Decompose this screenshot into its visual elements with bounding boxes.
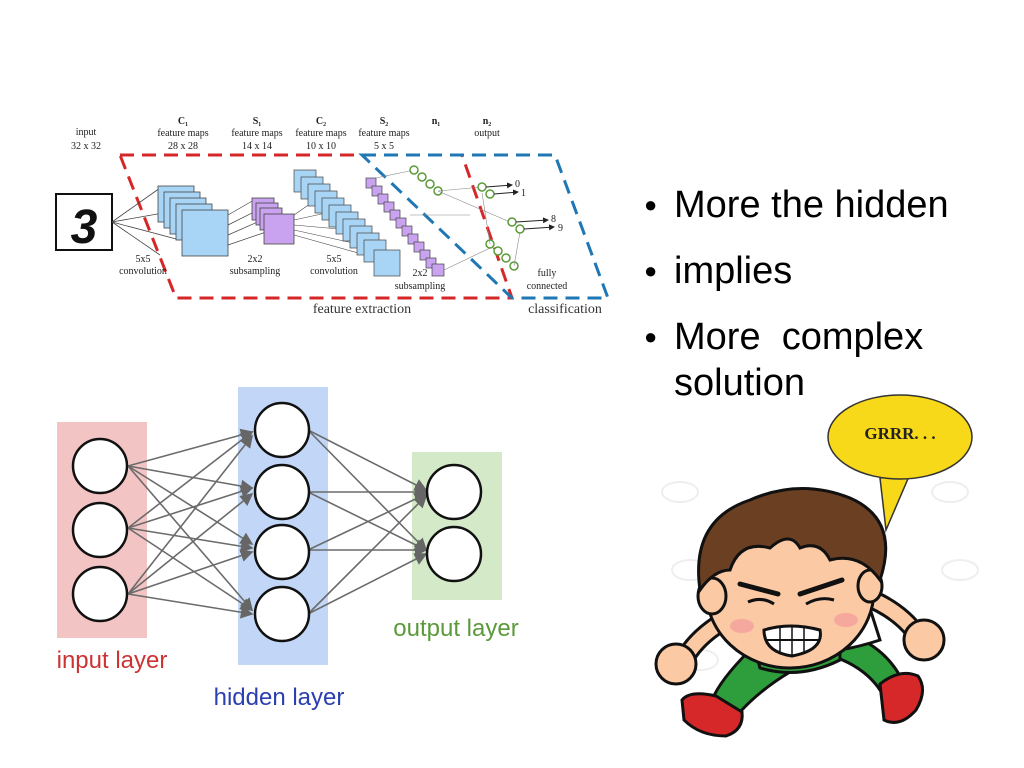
stage-size-input: 32 x 32: [71, 141, 101, 152]
classification-label: classification: [528, 302, 602, 317]
n2-neurons: [477, 182, 525, 234]
stage-head-s2: S₂: [380, 116, 389, 127]
speech-bubble-text: GRRR. . .: [864, 424, 936, 443]
input-node-2: [71, 501, 129, 559]
fc1-connections: [375, 169, 491, 271]
hidden-node-4: [253, 585, 311, 643]
hidden-node-2: [253, 463, 311, 521]
n1-neurons: [409, 165, 519, 271]
stage-size-c1: 28 x 28: [168, 141, 198, 152]
op-conv2-size: 5x5: [327, 254, 342, 265]
stage-head-n2: n₂: [483, 116, 492, 127]
fc2-connections: [437, 186, 521, 267]
output-node-2: [425, 525, 483, 583]
s2-feature-maps: [365, 177, 445, 277]
hidden-node-1: [253, 401, 311, 459]
angry-boy-illustration: [654, 481, 979, 738]
stage-label-s1: feature maps: [231, 128, 282, 139]
stage-label-input: input: [76, 127, 97, 138]
op-conv1-label: convolution: [119, 266, 167, 277]
stage-head-c1: C₁: [178, 116, 188, 127]
output-node-1: [425, 463, 483, 521]
s1-feature-maps: [251, 197, 295, 245]
bullet-dot-icon: ●: [644, 192, 658, 217]
bullet-item: ● More the hidden: [632, 182, 1012, 228]
input-digit-box: [55, 193, 113, 251]
stage-head-n1: n₁: [432, 116, 441, 127]
bullet-text: More complex solution: [674, 316, 924, 404]
bullet-list: ● More the hidden ● implies ● More complex …: [632, 182, 1012, 426]
stage-label-s2: feature maps: [358, 128, 409, 139]
bullet-text: implies: [674, 250, 793, 292]
input-hidden-edges: [127, 428, 254, 619]
output-label-9: 9: [558, 223, 563, 234]
bullet-dot-icon: ●: [644, 324, 658, 349]
speech-bubble: [827, 394, 973, 533]
output-label-1: 1: [521, 188, 526, 199]
classification-region: [358, 153, 611, 300]
cnn-diagram: input 32 x 32 C₁ feature maps 28 x 28 S₁…: [55, 116, 611, 317]
hidden-output-edges: [307, 429, 428, 615]
op-conv2-label: convolution: [310, 266, 358, 277]
input-node-1: [71, 437, 129, 495]
output-label-0: 0: [515, 179, 520, 190]
stage-head-s1: S₁: [253, 116, 262, 127]
c2-feature-maps: [293, 169, 401, 277]
bullet-dot-icon: ●: [644, 258, 658, 283]
feature-extraction-label: feature extraction: [313, 302, 411, 317]
op-sub1-size: 2x2: [248, 254, 263, 265]
output-arrows: [485, 182, 555, 231]
stage-size-c2: 10 x 10: [306, 141, 336, 152]
stage-label-c2: feature maps: [295, 128, 346, 139]
stage-label-n2: output: [474, 128, 500, 139]
stage-size-s1: 14 x 14: [242, 141, 272, 152]
stage-label-c1: feature maps: [157, 128, 208, 139]
op-sub2-label: subsampling: [395, 281, 446, 292]
input-digit: 3: [71, 201, 98, 254]
bullet-text: More the hidden: [674, 184, 949, 226]
op-sub2-size: 2x2: [413, 268, 428, 279]
op-fc-line2: connected: [527, 281, 568, 292]
nn-diagram: input layer hidden layer output layer: [57, 387, 519, 711]
op-conv1-size: 5x5: [136, 254, 151, 265]
conv1-connections: [111, 187, 181, 256]
op-fc-line1: fully: [538, 268, 557, 279]
c1-feature-maps: [157, 185, 229, 257]
hidden-node-3: [253, 523, 311, 581]
hidden-layer-label: hidden layer: [214, 684, 345, 711]
stage-head-c2: C₂: [316, 116, 326, 127]
input-layer-label: input layer: [57, 647, 168, 674]
bullet-item: ● implies: [632, 248, 1012, 294]
output-layer-label: output layer: [393, 615, 518, 642]
input-node-3: [71, 565, 129, 623]
output-label-8: 8: [551, 214, 556, 225]
op-sub1-label: subsampling: [230, 266, 281, 277]
bullet-item: ● More complex solution: [632, 314, 1012, 406]
stage-size-s2: 5 x 5: [374, 141, 394, 152]
